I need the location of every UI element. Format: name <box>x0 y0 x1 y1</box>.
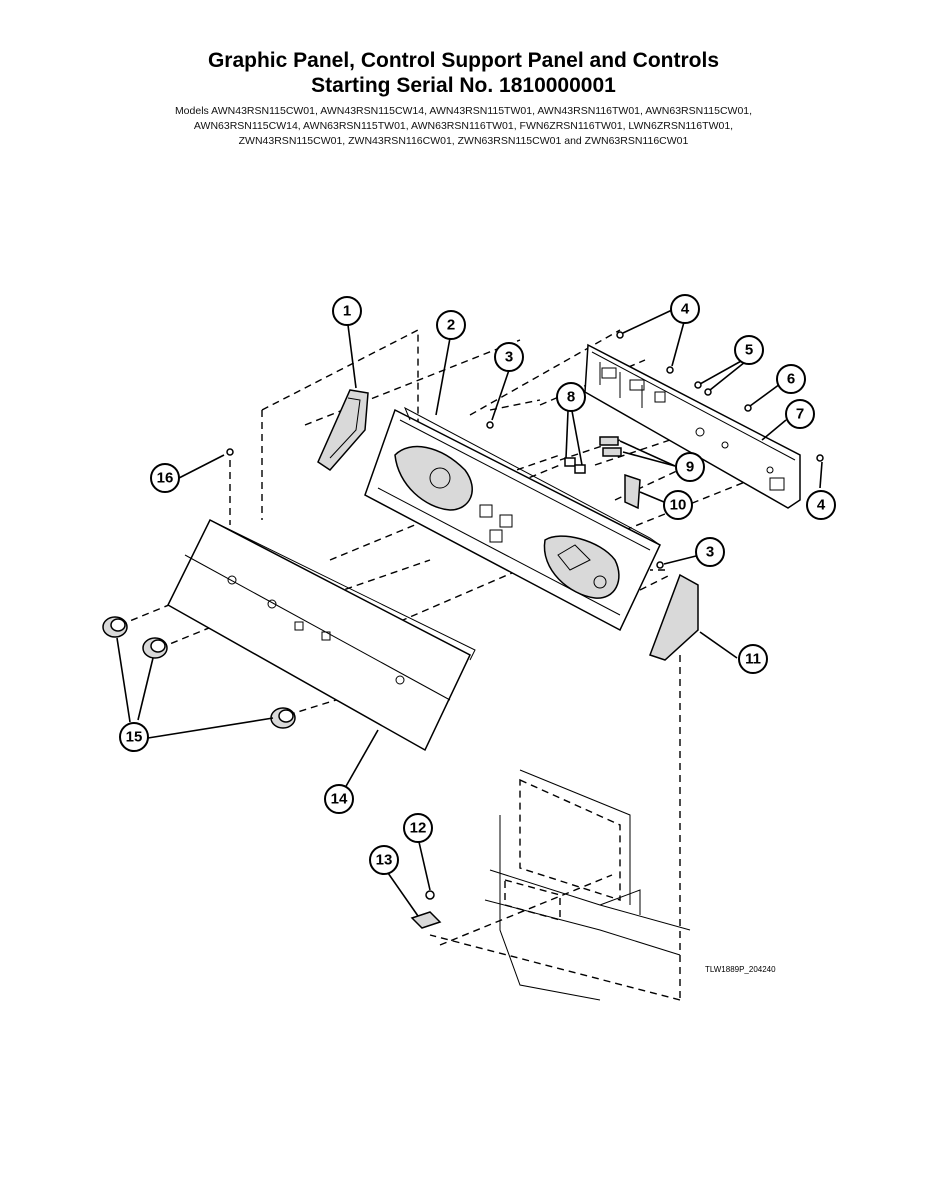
bracket-10 <box>624 473 641 510</box>
callout-label-12: 12 <box>410 820 427 837</box>
knob-bottom <box>270 707 296 729</box>
callout-8: 8 <box>556 382 586 412</box>
control-support-panel <box>364 406 661 632</box>
graphic-panel <box>167 518 476 752</box>
callout-label-13: 13 <box>376 852 393 869</box>
screw-4-mid <box>666 366 674 374</box>
screw-4-right <box>816 454 824 462</box>
callout-label-7: 7 <box>796 406 804 423</box>
callout-12: 12 <box>403 813 433 843</box>
callout-9: 9 <box>675 452 705 482</box>
callout-5: 5 <box>734 335 764 365</box>
callout-label-11: 11 <box>745 651 761 668</box>
page-title: Graphic Panel, Control Support Panel and… <box>207 49 720 72</box>
cabinet-top <box>484 769 691 1001</box>
clip-8-b <box>574 464 586 474</box>
callout-6: 6 <box>776 364 806 394</box>
end-cap-right <box>649 573 699 661</box>
spacer-9-a <box>599 436 619 446</box>
callout-label-2: 2 <box>447 317 455 334</box>
screw-4-top <box>616 331 624 339</box>
screw-5-b <box>704 388 712 396</box>
callout-label-4-top: 4 <box>681 301 690 318</box>
callout-16: 16 <box>150 463 180 493</box>
callout-2: 2 <box>436 310 466 340</box>
model-list-line-2: AWN63RSN115CW14, AWN63RSN115TW01, AWN63R… <box>193 120 734 132</box>
callout-label-1: 1 <box>343 303 351 320</box>
figure-code: TLW1889P_204240 <box>705 965 776 974</box>
spacer-9-b <box>602 447 622 457</box>
callout-label-5: 5 <box>745 342 753 359</box>
callout-label-8: 8 <box>567 389 575 406</box>
clip-13 <box>410 911 442 929</box>
page-header: Graphic Panel, Control Support Panel and… <box>0 48 927 149</box>
callout-4-right: 4 <box>806 490 836 520</box>
control-knobs <box>102 616 296 729</box>
callout-3-right: 3 <box>695 537 725 567</box>
callout-label-6: 6 <box>787 371 795 388</box>
screw-6 <box>744 404 752 412</box>
hardware <box>226 331 824 929</box>
callout-15: 15 <box>119 722 149 752</box>
serial-subtitle: Starting Serial No. 1810000001 <box>311 74 616 97</box>
callout-label-10: 10 <box>670 497 687 514</box>
model-list-line-1: Models AWN43RSN115CW01, AWN43RSN115CW14,… <box>174 105 753 117</box>
screw-12 <box>425 890 435 900</box>
callout-3-top: 3 <box>494 342 524 372</box>
callout-13: 13 <box>369 845 399 875</box>
clip-3-top <box>486 421 494 429</box>
model-list-line-3: ZWN43RSN115CW01, ZWN43RSN116CW01, ZWN63R… <box>238 135 689 147</box>
callout-7: 7 <box>785 399 815 429</box>
knob-middle <box>142 637 168 659</box>
callout-label-4-right: 4 <box>817 497 826 514</box>
clip-8-a <box>564 457 576 467</box>
control-support-bracket <box>584 343 801 509</box>
screw-16 <box>226 448 234 456</box>
clip-3-right <box>656 561 664 569</box>
callout-label-14: 14 <box>331 791 348 808</box>
leader-lines <box>116 309 823 917</box>
callout-label-3-right: 3 <box>706 544 714 561</box>
callout-14: 14 <box>324 784 354 814</box>
knob-top <box>102 616 128 638</box>
screw-5-a <box>694 381 702 389</box>
model-list: Models AWN43RSN115CW01, AWN43RSN115CW14,… <box>0 104 927 149</box>
callout-label-15: 15 <box>126 729 143 746</box>
callout-4-top: 4 <box>670 294 700 324</box>
end-cap-left <box>317 389 369 471</box>
callout-10: 10 <box>663 490 693 520</box>
callout-11: 11 <box>738 644 768 674</box>
callout-1: 1 <box>332 296 362 326</box>
callout-label-16: 16 <box>157 470 174 487</box>
callout-label-3-top: 3 <box>505 349 513 366</box>
callout-label-9: 9 <box>686 459 694 476</box>
